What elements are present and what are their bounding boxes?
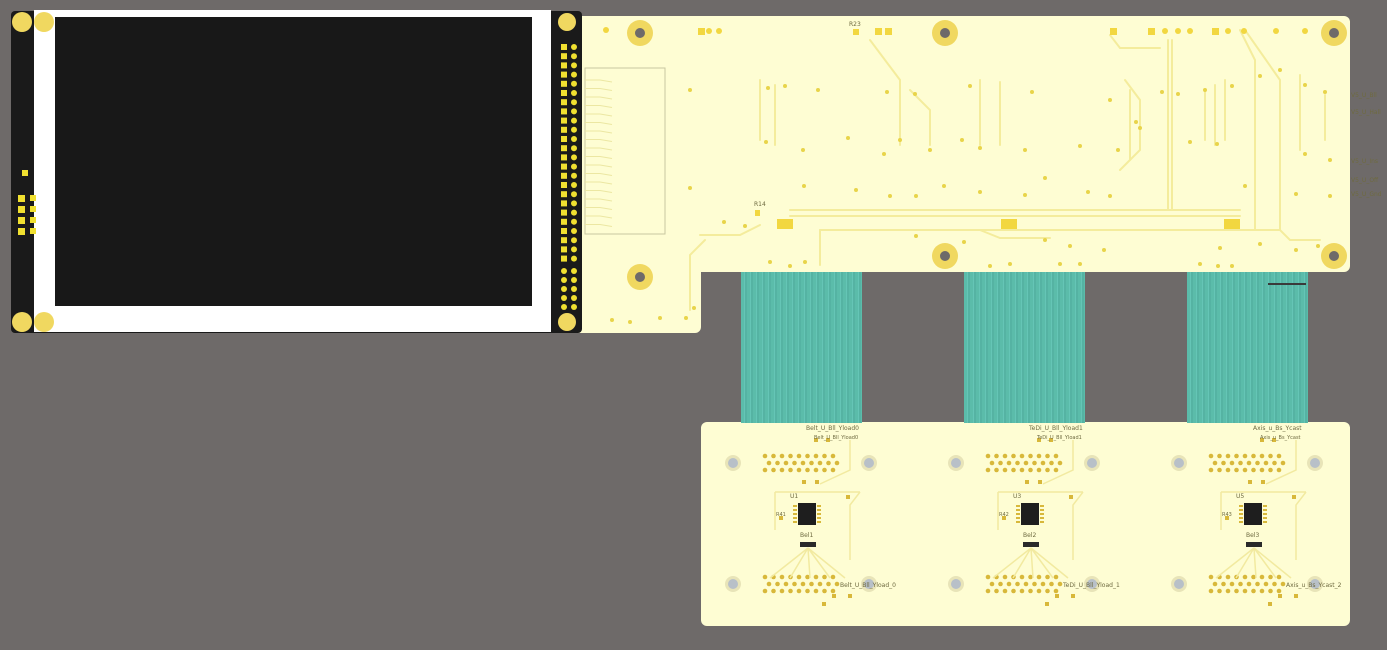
connector-sub-label: Axis_u_Bs_Ycast	[1260, 435, 1301, 441]
edge-label: V5_U_Ins	[1351, 158, 1379, 165]
chip-label: U5	[1236, 493, 1245, 500]
connector-sub-label: TeDi_U_Bll_Yload1	[1037, 435, 1082, 441]
designator-label: R23	[849, 21, 861, 28]
edge-label: V5_U_Hall	[1351, 109, 1381, 116]
chip-label: U1	[790, 493, 799, 500]
flex-cable-1	[741, 272, 862, 423]
connector-header-label: Axis_u_Bs_Ycast	[1253, 425, 1302, 432]
connector-label: Axis_u_Bs_Ycast_2	[1286, 582, 1342, 589]
connector-header-label: TeDi_U_Bll_Yload1	[1029, 425, 1083, 432]
chip-label: U3	[1013, 493, 1022, 500]
connector-label: TeDi_U_Bll_Yload_1	[1063, 582, 1120, 589]
edge-label: V5_U_Gnd	[1351, 191, 1382, 198]
lcd-screen	[55, 17, 532, 306]
inductor-label: Bel3	[1246, 532, 1260, 539]
connector-header-label: Belt_U_Bll_Yload0	[806, 425, 859, 432]
flex-cable-2	[964, 272, 1085, 423]
connector-label: Belt_U_Bll_Yload_0	[840, 582, 896, 589]
inductor-label: Bel1	[800, 532, 814, 539]
edge-label: V5_U_Off	[1351, 177, 1379, 184]
connector-sub-label: Belt_U_Bll_Yload0	[814, 435, 859, 441]
inductor-label: Bel2	[1023, 532, 1037, 539]
edge-label: V5_U_Bll	[1351, 92, 1377, 99]
resistor-label: R42	[999, 512, 1009, 518]
resistor-label: R43	[1222, 512, 1232, 518]
designator-label: R14	[754, 201, 766, 208]
flex-cable-3	[1187, 272, 1308, 423]
resistor-label: R41	[776, 512, 786, 518]
mounting-hole-icon	[627, 20, 1347, 290]
